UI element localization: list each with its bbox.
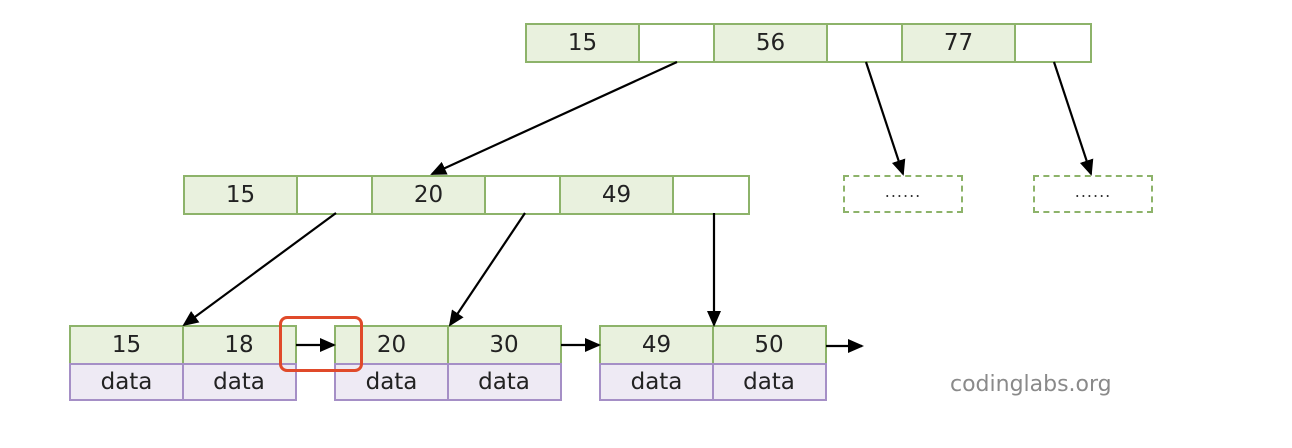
watermark: codinglabs.org bbox=[950, 372, 1112, 397]
internal-key-cell: 20 bbox=[371, 175, 486, 215]
root-key-cell: 56 bbox=[713, 23, 828, 63]
internal-pointer-cell bbox=[671, 175, 750, 215]
leaf-key-cell: 30 bbox=[446, 325, 562, 365]
root-key-cell: 15 bbox=[525, 23, 640, 63]
internal-key-cell: 15 bbox=[183, 175, 298, 215]
placeholder-node: ...... bbox=[1033, 175, 1153, 213]
root-to-placeholder-arrow bbox=[1052, 61, 1094, 176]
leaf-key-cell: 15 bbox=[69, 325, 184, 365]
internal-key-cell: 49 bbox=[559, 175, 674, 215]
root-key-cell: 77 bbox=[901, 23, 1016, 63]
leaf-data-cell: data bbox=[181, 362, 297, 401]
leaf-data-cell: data bbox=[599, 362, 714, 401]
leaf-data-cell: data bbox=[446, 362, 562, 401]
internal-to-leaf-arrow bbox=[182, 212, 337, 327]
root-pointer-cell bbox=[1013, 23, 1092, 63]
leaf-data-cell: data bbox=[69, 362, 184, 401]
leaf-node: 20 30 data data bbox=[334, 325, 562, 401]
internal-to-leaf-arrow bbox=[448, 212, 526, 327]
internal-node: 15 20 49 bbox=[183, 175, 750, 215]
root-to-internal-arrow bbox=[430, 60, 678, 176]
leaf-key-cell: 18 bbox=[181, 325, 297, 365]
leaf-node: 49 50 data data bbox=[599, 325, 827, 401]
highlight-box bbox=[279, 316, 363, 372]
root-pointer-cell bbox=[825, 23, 904, 63]
leaf-node: 15 18 data data bbox=[69, 325, 297, 401]
root-to-placeholder-arrow bbox=[864, 61, 906, 176]
leaf-data-cell: data bbox=[711, 362, 827, 401]
placeholder-node: ...... bbox=[843, 175, 963, 213]
